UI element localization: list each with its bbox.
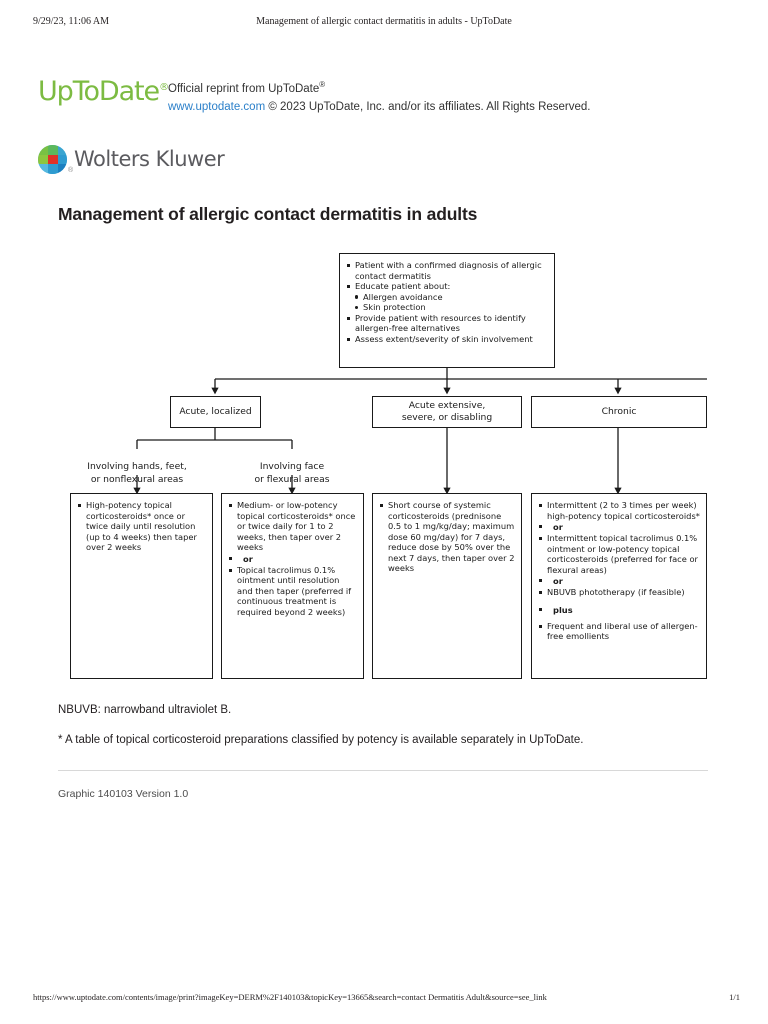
treatment-item: Frequent and liberal use of allergen-fre… <box>539 621 700 642</box>
treatment-item: Intermittent topical tacrolimus 0.1% oin… <box>539 533 700 575</box>
uptodate-website-link[interactable]: www.uptodate.com <box>168 100 266 113</box>
flowchart-node-treatment-face-flexural: Medium- or low-potency topical corticost… <box>221 493 364 679</box>
reprint-line1: Official reprint from UpToDate <box>168 82 320 95</box>
figure-notes: NBUVB: narrowband ultraviolet B. * A tab… <box>58 702 710 761</box>
page-title: Management of allergic contact dermatiti… <box>58 204 478 224</box>
treatment-item: Topical tacrolimus 0.1% ointment until r… <box>229 565 357 618</box>
root-subitem: Skin protection <box>347 302 548 313</box>
abbreviation-note: NBUVB: narrowband ultraviolet B. <box>58 704 232 716</box>
print-footer: https://www.uptodate.com/contents/image/… <box>0 992 768 1004</box>
copyright-text: © 2023 UpToDate, Inc. and/or its affilia… <box>265 100 591 113</box>
graphic-id-label: Graphic 140103 Version 1.0 <box>58 788 189 800</box>
flowchart-node-treatment-hands-feet: High-potency topical corticosteroids* on… <box>70 493 213 679</box>
treatment-item: Short course of systemic corticosteroids… <box>380 500 515 574</box>
footnote-asterisk: * A table of topical corticosteroid prep… <box>58 733 584 746</box>
flowchart-node-chronic: Chronic <box>531 396 707 428</box>
treatment-item: High-potency topical corticosteroids* on… <box>78 500 206 553</box>
uptodate-logo-text: UpToDate <box>38 76 160 107</box>
branding-header: UpToDate® Official reprint from UpToDate… <box>38 76 678 122</box>
print-source-url: https://www.uptodate.com/contents/image/… <box>33 992 547 1002</box>
reprint-notice: Official reprint from UpToDate® www.upto… <box>168 79 591 116</box>
wolters-kluwer-registered-icon: ® <box>68 167 74 174</box>
treatment-item: NBUVB phototherapy (if feasible) <box>539 587 700 598</box>
flowchart-node-treatment-acute-extensive: Short course of systemic corticosteroids… <box>372 493 522 679</box>
print-document-title: Management of allergic contact dermatiti… <box>256 16 512 27</box>
print-header: 9/29/23, 11:06 AM Management of allergic… <box>0 16 768 30</box>
root-subitem: Allergen avoidance <box>347 292 548 303</box>
reprint-registered-icon: ® <box>319 80 326 89</box>
wolters-kluwer-logo: ® Wolters Kluwer <box>38 141 225 177</box>
flowchart-node-root: Patient with a confirmed diagnosis of al… <box>339 253 555 368</box>
horizontal-divider <box>58 770 708 771</box>
treatment-conjunction: or <box>229 553 357 565</box>
flowchart-node-treatment-chronic: Intermittent (2 to 3 times per week) hig… <box>531 493 707 679</box>
treatment-conjunction-plus: plus <box>539 604 700 616</box>
branch-face-flexural-label: Involving face or flexural areas <box>254 461 330 485</box>
flowchart-node-acute-extensive: Acute extensive, severe, or disabling <box>372 396 522 428</box>
root-item: Patient with a confirmed diagnosis of al… <box>347 260 548 281</box>
flowchart-node-acute-localized: Acute, localized <box>170 396 261 428</box>
treatment-item: Intermittent (2 to 3 times per week) hig… <box>539 500 700 521</box>
flowchart-branch-hands-feet: Involving hands, feet, or nonflexural ar… <box>62 449 212 486</box>
print-timestamp: 9/29/23, 11:06 AM <box>33 16 110 27</box>
acute-localized-label: Acute, localized <box>179 405 252 417</box>
treatment-conjunction: or <box>539 521 700 533</box>
print-page-number: 1/1 <box>729 992 740 1002</box>
root-item: Provide patient with resources to identi… <box>347 313 548 334</box>
treatment-item: Medium- or low-potency topical corticost… <box>229 500 357 553</box>
uptodate-registered-icon: ® <box>159 82 170 93</box>
uptodate-logo: UpToDate® <box>38 78 169 105</box>
treatment-conjunction: or <box>539 575 700 587</box>
root-item: Educate patient about: <box>347 281 548 292</box>
wolters-kluwer-globe-icon <box>38 144 67 174</box>
chronic-label: Chronic <box>601 405 637 417</box>
wolters-kluwer-text: Wolters Kluwer <box>74 147 225 171</box>
acute-extensive-label: Acute extensive, severe, or disabling <box>401 399 493 423</box>
branch-hands-feet-label: Involving hands, feet, or nonflexural ar… <box>87 461 187 485</box>
flowchart-branch-face-flexural: Involving face or flexural areas <box>222 449 362 486</box>
root-item: Assess extent/severity of skin involveme… <box>347 334 548 345</box>
